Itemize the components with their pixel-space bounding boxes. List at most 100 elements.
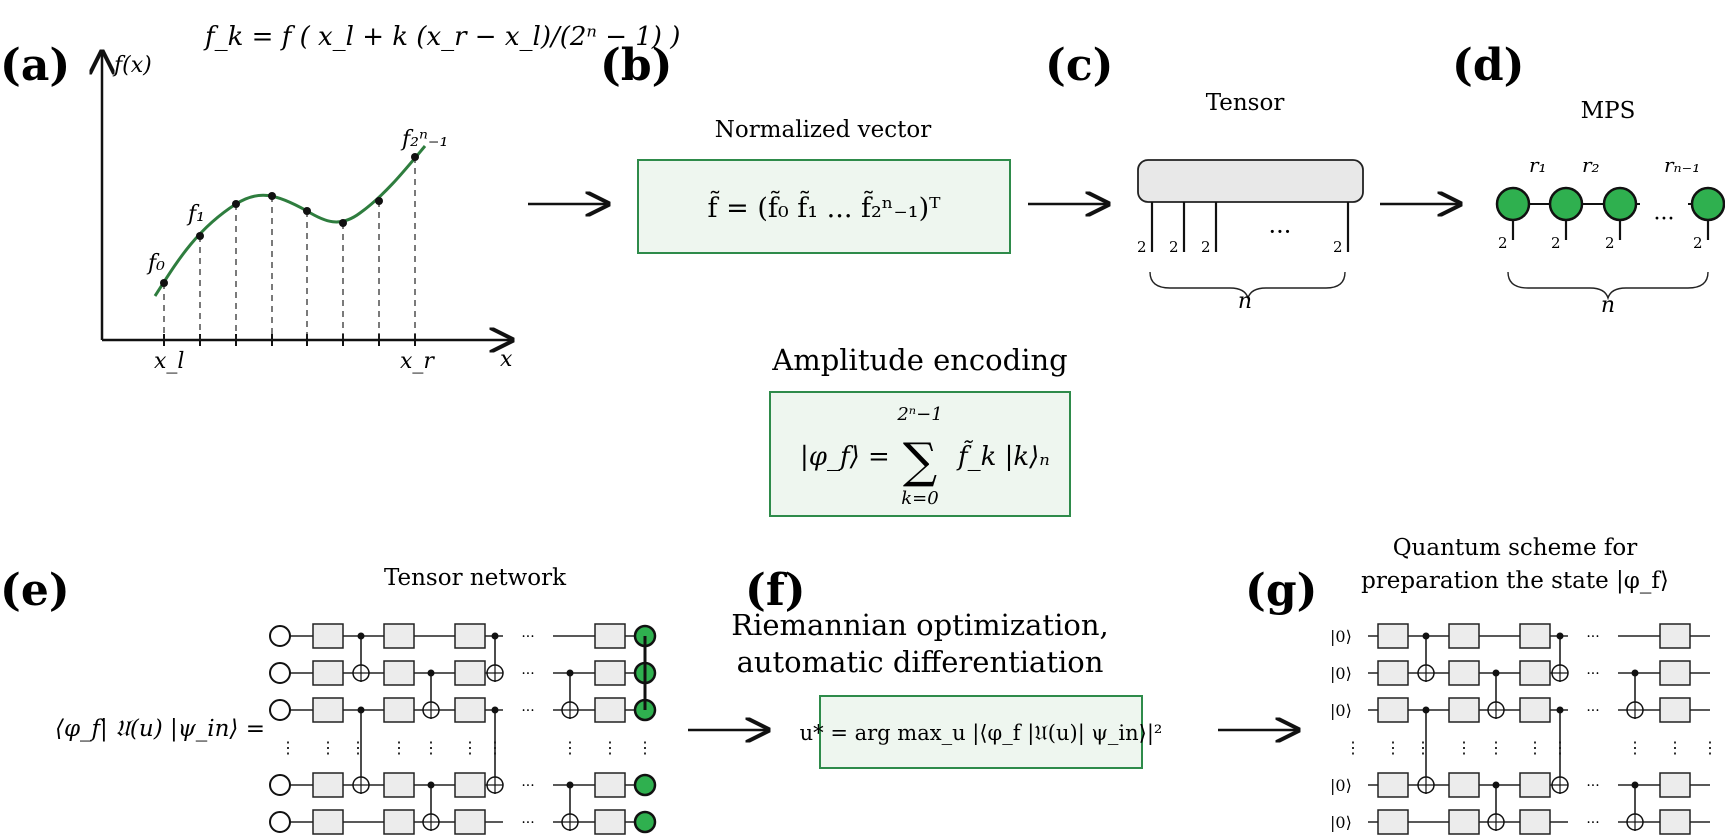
gate-box	[1377, 623, 1409, 649]
gate-box	[594, 697, 626, 723]
mps-brace-label: n	[1601, 293, 1615, 318]
gate-box	[1448, 772, 1480, 798]
tensor-title: Tensor	[1206, 90, 1285, 116]
gate-box	[594, 809, 626, 835]
qubit-label: |0⟩	[1330, 813, 1352, 832]
control-dot	[1492, 669, 1500, 677]
continuation-dots: ⋮	[1345, 738, 1361, 757]
point-label-flast: f₂ⁿ₋₁	[400, 127, 448, 152]
control-dot	[427, 781, 435, 789]
amplitude-encoding-box	[769, 391, 1071, 517]
continuation-dots: ⋮	[1415, 738, 1431, 757]
gate-box	[1377, 660, 1409, 686]
optimization-formula: u* = arg max_u |⟨φ_f |𝔘(u)| ψ_in⟩|²	[800, 721, 1163, 746]
control-dot	[1631, 669, 1639, 677]
continuation-dots: ⋮	[1527, 738, 1543, 757]
continuation-dots: ⋮	[1667, 738, 1683, 757]
mps-node	[1548, 186, 1584, 222]
gate-box	[1377, 809, 1409, 835]
quantum-scheme-title-line1: Quantum scheme for	[1393, 535, 1638, 561]
gate-box	[383, 772, 415, 798]
gate-box	[594, 660, 626, 686]
gate-box	[454, 623, 486, 649]
control-dot	[1631, 781, 1639, 789]
gate-box	[1377, 772, 1409, 798]
panel-label-e: (e)	[0, 565, 70, 616]
mps-node	[1602, 186, 1638, 222]
x-axis-label: x	[500, 347, 513, 372]
amplitude-encoding-title: Amplitude encoding	[771, 343, 1067, 377]
continuation-dots: ⋮	[562, 738, 578, 757]
tensor-network-title: Tensor network	[384, 565, 567, 591]
normalized-vector-formula: f̃ = (f̃₀ f̃₁ ... f̃₂ⁿ₋₁)ᵀ	[708, 190, 942, 224]
continuation-dots: ⋮	[280, 738, 296, 757]
normalized-vector-title: Normalized vector	[715, 117, 932, 143]
qubit-label: |0⟩	[1330, 664, 1352, 683]
amplitude-lhs: |φ_f⟩ =	[800, 442, 890, 472]
mps-leg-label: 2	[1605, 234, 1615, 252]
function-plot: f_k = f ( x_l + k (x_r − x_l)/(2ⁿ − 1) )…	[102, 22, 680, 374]
gate-box	[454, 660, 486, 686]
gate-box	[383, 697, 415, 723]
optimization-title-line2: automatic differentiation	[737, 645, 1104, 679]
gate-box	[1659, 623, 1691, 649]
qubit-label: |0⟩	[1330, 701, 1352, 720]
mps-title: MPS	[1581, 98, 1636, 124]
gate-box	[454, 772, 486, 798]
tensor-leg-label: 2	[1333, 238, 1343, 256]
gate-box	[1659, 697, 1691, 723]
point-label-f0: f₀	[146, 251, 165, 276]
optimization-box	[819, 695, 1143, 769]
continuation-dots: ⋮	[320, 738, 336, 757]
gate-box	[1448, 660, 1480, 686]
mps-brace	[1507, 271, 1709, 301]
mps-chain	[1495, 186, 1725, 240]
control-dot	[491, 632, 499, 640]
tensor-block	[1137, 159, 1364, 203]
continuation-dots: ⋮	[1456, 738, 1472, 757]
control-dot	[566, 781, 574, 789]
overlap-expression: ⟨φ_f| 𝔘(u) |ψ_in⟩ =	[55, 716, 265, 742]
tensor-network-circuit: ···············⋮⋮⋮⋮⋮⋮⋮⋮⋮⋮	[269, 623, 657, 835]
tensor-brace-label: n	[1238, 289, 1252, 314]
gate-box	[454, 697, 486, 723]
control-dot	[1556, 706, 1564, 714]
control-dot	[357, 706, 365, 714]
continuation-dots: ⋮	[637, 738, 653, 757]
continuation-dots: ⋮	[1702, 738, 1718, 757]
function-curve	[153, 145, 427, 297]
wire-ellipsis: ···	[1586, 778, 1599, 794]
normalized-vector-box	[637, 159, 1011, 254]
input-state-node	[269, 625, 291, 647]
gate-box	[1519, 697, 1551, 723]
control-dot	[1422, 632, 1430, 640]
wire-ellipsis: ···	[521, 778, 534, 794]
gate-box	[1659, 809, 1691, 835]
sample-points	[160, 153, 419, 287]
gate-box	[594, 772, 626, 798]
quantum-circuit: ···|0⟩···|0⟩···|0⟩···|0⟩···|0⟩⋮⋮⋮⋮⋮⋮⋮⋮⋮⋮	[1330, 623, 1718, 835]
wire-ellipsis: ···	[521, 629, 534, 645]
panel-label-a: (a)	[0, 40, 70, 91]
control-dot	[1556, 632, 1564, 640]
continuation-dots: ⋮	[1488, 738, 1504, 757]
input-state-node	[269, 811, 291, 833]
wire-ellipsis: ···	[1586, 666, 1599, 682]
wire-ellipsis: ···	[521, 703, 534, 719]
control-dot	[566, 669, 574, 677]
x-left-label: x_l	[154, 349, 184, 374]
mps-leg-label: 2	[1551, 234, 1561, 252]
continuation-dots: ⋮	[1385, 738, 1401, 757]
gate-box	[454, 809, 486, 835]
x-right-label: x_r	[400, 349, 435, 374]
bond-label-r2: r₂	[1582, 153, 1600, 177]
continuation-dots: ⋮	[462, 738, 478, 757]
control-dot	[427, 669, 435, 677]
output-state-node	[633, 773, 657, 797]
tensor-leg-label: 2	[1201, 238, 1211, 256]
gate-box	[1448, 697, 1480, 723]
control-dot	[1422, 706, 1430, 714]
mps-node	[1690, 186, 1725, 222]
gate-box	[312, 809, 344, 835]
gate-box	[1377, 697, 1409, 723]
